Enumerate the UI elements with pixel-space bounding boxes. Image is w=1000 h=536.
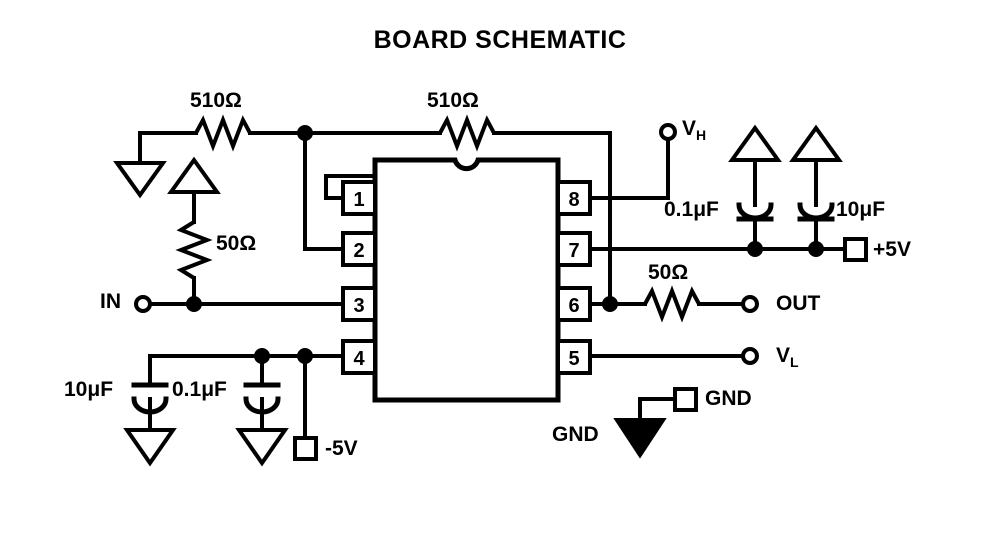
terminal-label-vh: VH <box>682 118 706 142</box>
pad-supply-positive[interactable] <box>843 237 868 262</box>
cap-10uF-negative <box>131 382 169 432</box>
supply-label-positive: +5V <box>873 238 911 261</box>
ground-symbol-label: GND <box>552 423 599 446</box>
ground-pad-label: GND <box>705 387 752 410</box>
pin-label-8: 8 <box>568 189 579 211</box>
supply-label-negative: -5V <box>325 437 358 460</box>
ic-pin-numbers: 1 2 3 4 8 7 6 5 <box>353 189 579 370</box>
ground-symbol-cap-0p1uF-negative <box>235 428 289 467</box>
pin-label-3: 3 <box>353 295 364 317</box>
resistor-label-input-termination: 50Ω <box>216 232 257 255</box>
ic-pin-boxes-left <box>341 180 377 375</box>
net-top-left <box>138 114 442 165</box>
net-input-termination <box>175 190 213 306</box>
capacitor-label-10uF-positive: 10μF <box>836 198 886 221</box>
pin-label-6: 6 <box>568 295 579 317</box>
cap-0p1uF-positive <box>736 158 774 251</box>
junction-dot-supply-negative-1 <box>254 348 270 364</box>
net-feedback-510 <box>438 114 612 306</box>
pin-label-2: 2 <box>353 240 364 262</box>
net-pin1-stub <box>324 174 377 200</box>
terminal-in[interactable] <box>134 295 152 313</box>
terminal-vl[interactable] <box>741 347 759 365</box>
junction-dot-output <box>602 296 618 312</box>
pad-supply-negative[interactable] <box>293 436 318 461</box>
ground-symbol-top-left <box>113 161 167 199</box>
terminal-vh[interactable] <box>659 123 677 141</box>
capacitor-label-10uF-negative: 10μF <box>64 378 114 401</box>
vl-base: V <box>776 344 791 367</box>
net-node-a-to-pin2 <box>303 131 345 251</box>
capacitor-label-0p1uF-negative: 0.1μF <box>172 378 227 401</box>
pin-label-1: 1 <box>353 189 364 211</box>
ground-symbol-bottom-right <box>613 418 667 459</box>
pin-label-5: 5 <box>568 348 579 370</box>
ground-symbol-cap-0p1uF-positive <box>728 124 782 162</box>
ic-body <box>372 157 561 403</box>
page-title: BOARD SCHEMATIC <box>373 26 627 54</box>
vl-subscript: L <box>790 354 799 371</box>
terminal-label-in: IN <box>100 290 121 313</box>
pin-label-4: 4 <box>353 348 365 370</box>
ground-symbol-input-termination <box>167 156 221 194</box>
pad-ground[interactable] <box>673 387 698 412</box>
net-ground-pad <box>638 397 677 422</box>
terminal-label-out: OUT <box>776 292 821 315</box>
junction-dot-input <box>186 296 202 312</box>
vh-base: V <box>682 117 697 140</box>
ground-symbol-cap-10uF-negative <box>123 428 177 467</box>
resistor-label-top-left: 510Ω <box>190 89 242 112</box>
vh-subscript: H <box>696 127 707 144</box>
net-pin8-vh <box>588 138 670 200</box>
terminal-out[interactable] <box>741 295 759 313</box>
junction-dot-supply-positive-2 <box>808 241 824 257</box>
junction-dot-node-a <box>297 125 313 141</box>
resistor-label-top-right: 510Ω <box>427 89 479 112</box>
cap-10uF-positive <box>797 158 835 251</box>
cap-0p1uF-negative <box>243 354 281 432</box>
ic-pin-boxes-right <box>556 180 592 375</box>
ground-symbol-cap-10uF-positive <box>789 124 843 162</box>
terminal-label-vl: VL <box>776 345 799 369</box>
pin-label-7: 7 <box>568 240 579 262</box>
capacitor-label-0p1uF-positive: 0.1μF <box>664 198 719 221</box>
resistor-label-output-series: 50Ω <box>648 261 689 284</box>
junction-dot-supply-positive-1 <box>747 241 763 257</box>
